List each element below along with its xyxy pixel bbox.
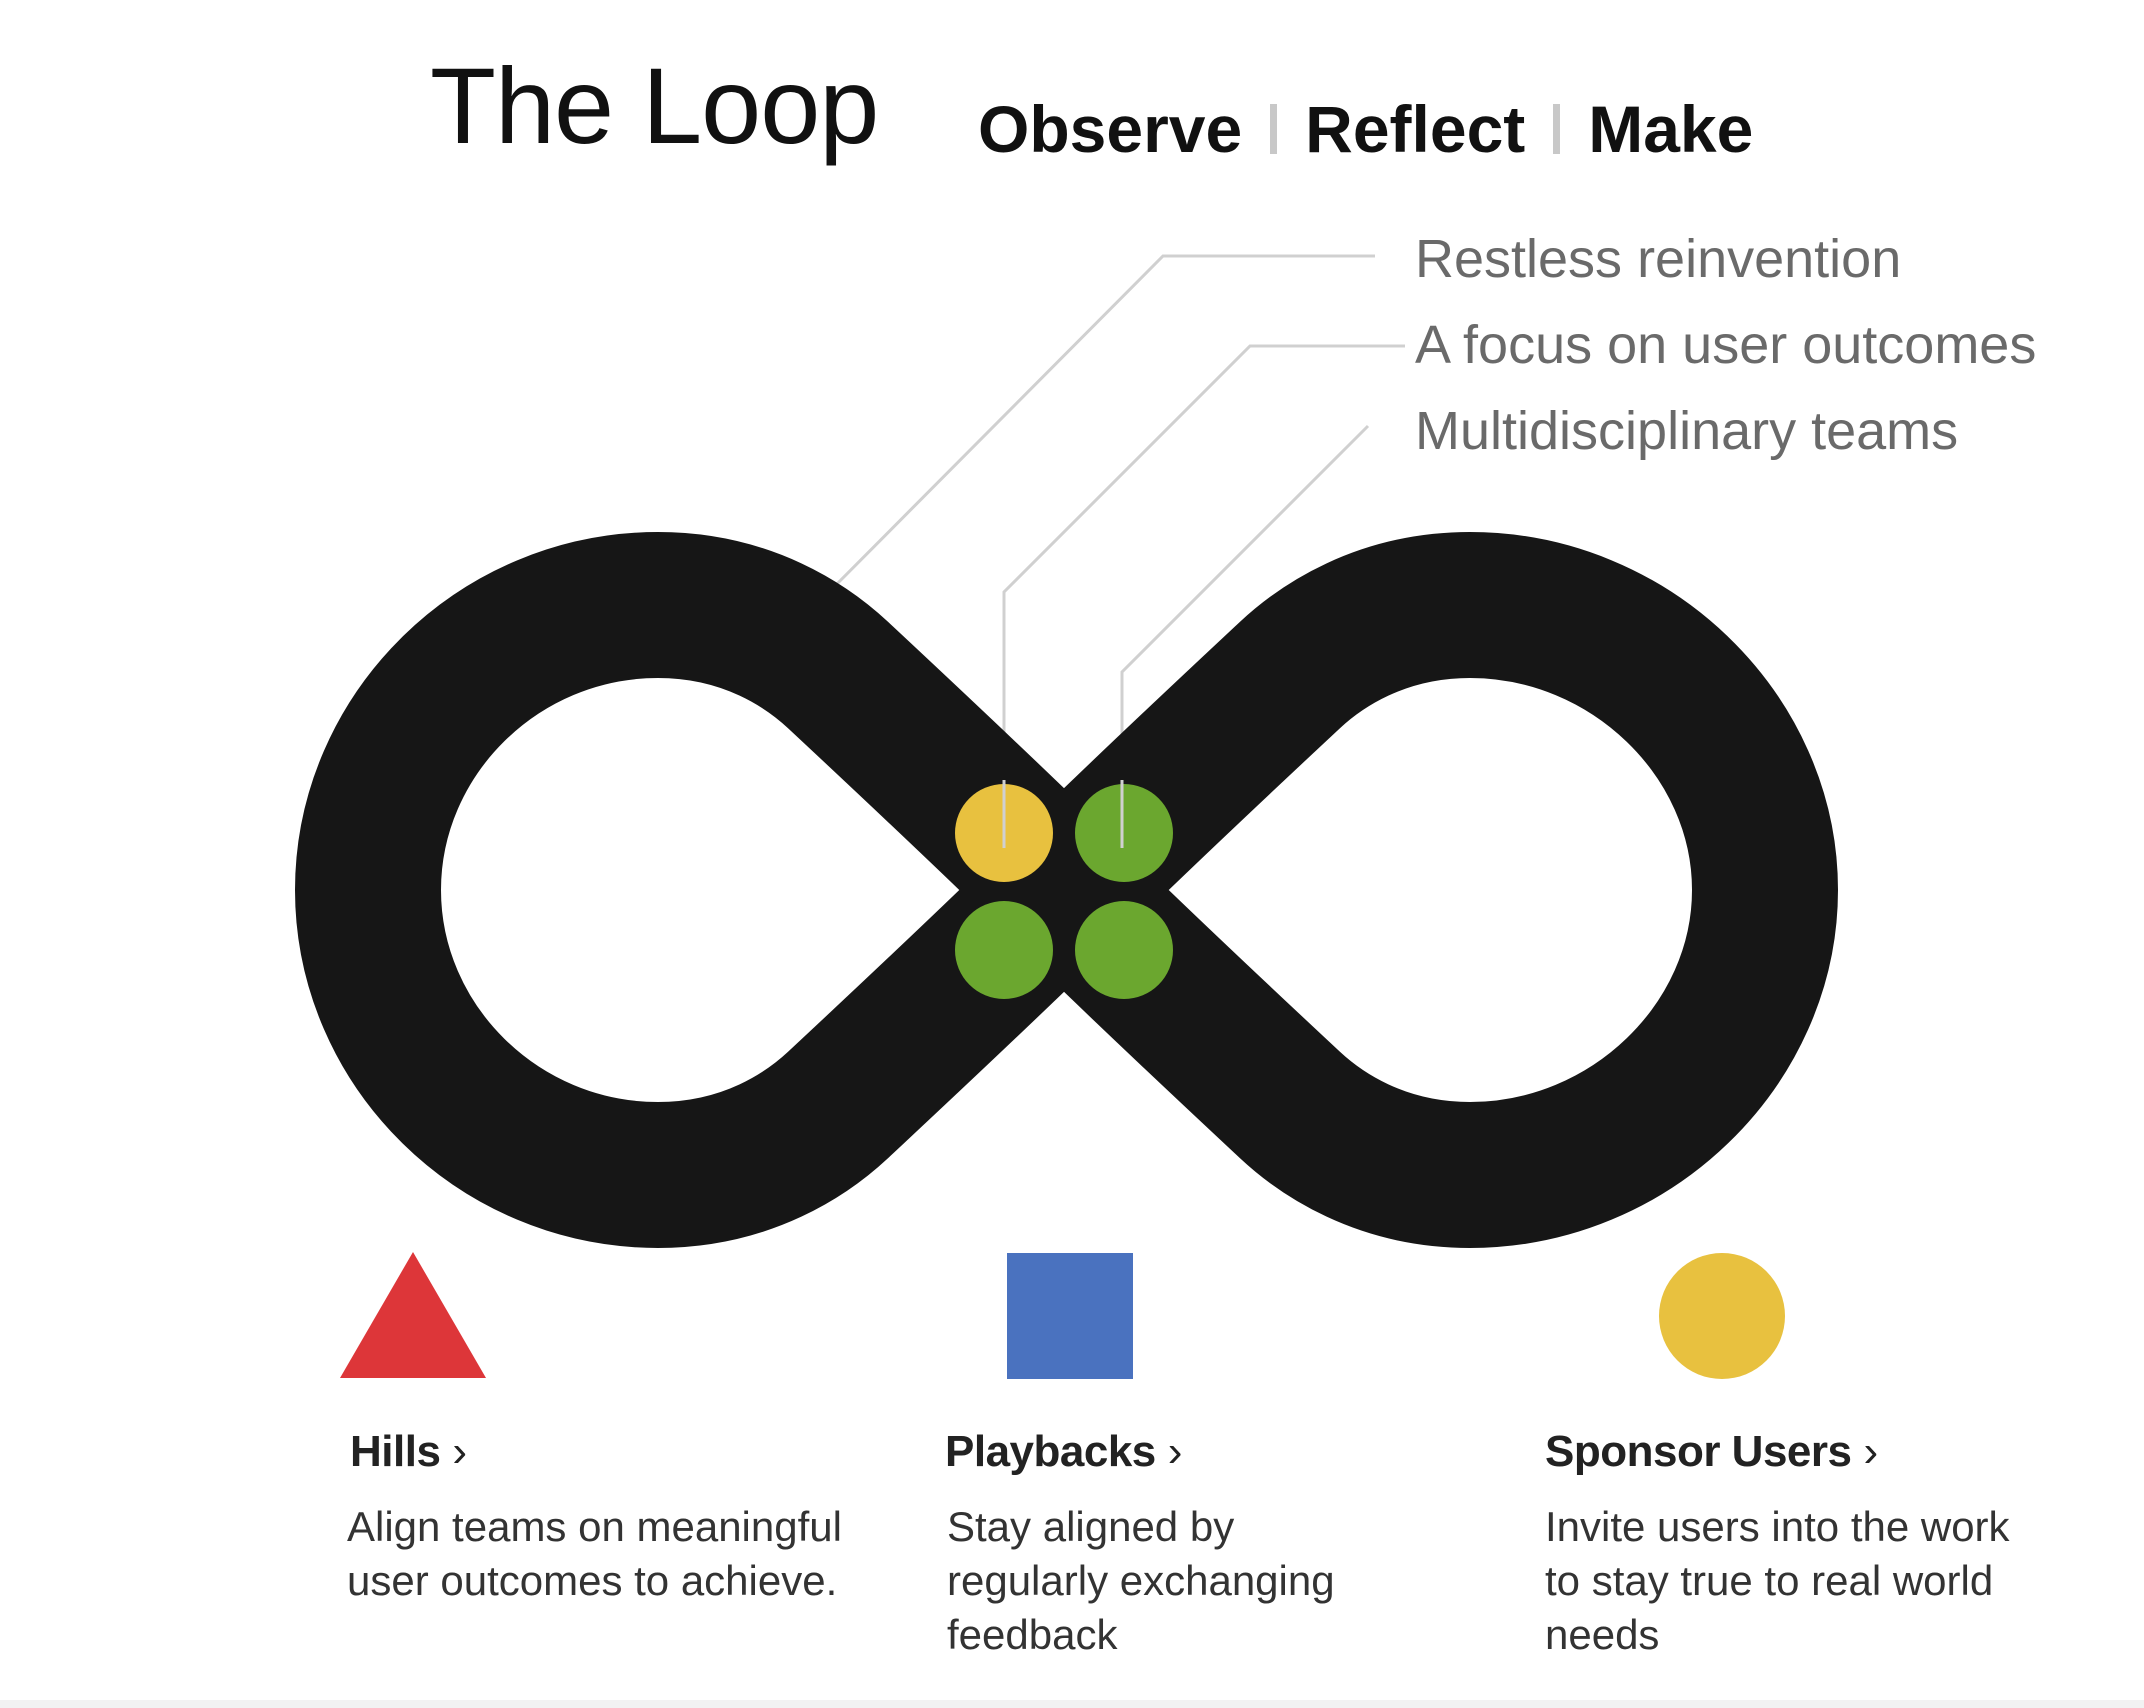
hills-title: Hills bbox=[350, 1427, 441, 1476]
hills-link[interactable]: Hills› bbox=[350, 1430, 467, 1474]
chevron-right-icon: › bbox=[1863, 1427, 1878, 1476]
playbacks-link[interactable]: Playbacks› bbox=[945, 1430, 1182, 1474]
phase-list: Observe Reflect Make bbox=[978, 96, 1753, 162]
principle-restless-reinvention: Restless reinvention bbox=[1415, 229, 1902, 289]
chevron-right-icon: › bbox=[1167, 1427, 1183, 1476]
leader-line-user-outcomes bbox=[1002, 344, 1405, 833]
principle-multidisciplinary-teams: Multidisciplinary teams bbox=[1415, 401, 1959, 461]
dot-green bbox=[1075, 901, 1173, 999]
chevron-right-icon: › bbox=[452, 1427, 467, 1476]
leader-line-restless-reinvention bbox=[816, 254, 1375, 605]
playbacks-title: Playbacks bbox=[945, 1427, 1156, 1476]
phase-observe: Observe bbox=[978, 92, 1243, 166]
page-title: The Loop bbox=[430, 45, 879, 166]
triangle-icon[interactable] bbox=[340, 1252, 486, 1378]
phase-separator bbox=[1553, 104, 1561, 154]
bottom-divider bbox=[0, 1700, 2144, 1708]
phase-make: Make bbox=[1588, 92, 1754, 166]
phase-reflect: Reflect bbox=[1305, 92, 1526, 166]
playbacks-description: Stay aligned by regularly exchanging fee… bbox=[947, 1503, 1335, 1658]
dot-green bbox=[1075, 784, 1173, 882]
square-icon[interactable] bbox=[1007, 1253, 1133, 1379]
dot-green bbox=[955, 901, 1053, 999]
phase-separator bbox=[1270, 104, 1278, 154]
sponsor-users-title: Sponsor Users bbox=[1545, 1427, 1852, 1476]
sponsor-users-link[interactable]: Sponsor Users› bbox=[1545, 1430, 1878, 1474]
circle-icon[interactable] bbox=[1659, 1253, 1785, 1379]
principle-user-outcomes: A focus on user outcomes bbox=[1415, 315, 2037, 375]
hills-description: Align teams on meaningful user outcomes … bbox=[347, 1503, 842, 1604]
sponsor-users-description: Invite users into the work to stay true … bbox=[1545, 1503, 2010, 1658]
infinity-loop-icon bbox=[295, 532, 1838, 1248]
